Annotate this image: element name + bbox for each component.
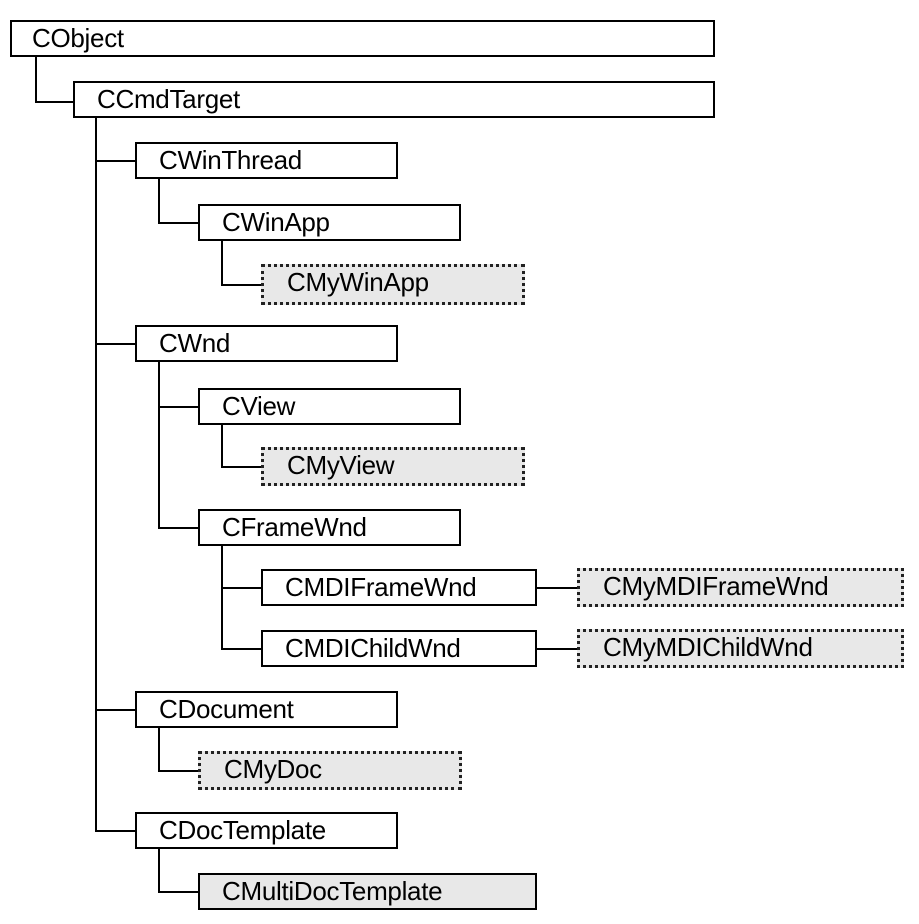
connector-line [221,648,261,650]
connector-line [158,361,160,529]
connector-line [158,891,198,893]
connector-line [95,830,135,832]
connector-line [158,222,198,224]
class-box-cwinthread: CWinThread [135,142,398,179]
class-box-cdocument: CDocument [135,691,398,728]
class-box-ccmdtarget: CCmdTarget [73,81,715,118]
connector-line [537,648,577,650]
connector-line [95,160,135,162]
class-box-cobject: CObject [10,20,715,57]
connector-line [221,424,223,468]
connector-line [221,240,223,286]
connector-line [158,178,160,224]
connector-line [158,527,198,529]
connector-line [221,587,261,589]
class-box-cview: CView [198,388,461,425]
class-box-cdoctemplate: CDocTemplate [135,812,398,849]
connector-line [158,406,198,408]
connector-line [221,284,261,286]
class-box-cmdiframewnd: CMDIFrameWnd [261,569,537,606]
class-box-cmymdiframewnd: CMyMDIFrameWnd [577,568,904,607]
connector-line [35,57,37,103]
class-box-cmydoc: CMyDoc [198,751,462,790]
connector-line [221,466,261,468]
connector-line [158,727,160,772]
class-box-cmyview: CMyView [261,447,525,486]
connector-line [35,101,73,103]
connector-line [158,848,160,893]
class-box-cmdichildwnd: CMDIChildWnd [261,630,537,667]
connector-line [158,770,198,772]
class-box-cwnd: CWnd [135,325,398,362]
class-box-cwinapp: CWinApp [198,204,461,241]
connector-line [95,709,135,711]
connector-line [95,343,135,345]
connector-line [221,545,223,650]
class-box-cmymdichildwnd: CMyMDIChildWnd [577,629,904,668]
connector-line [537,587,577,589]
connector-line [95,118,97,830]
class-box-cmultidoctemplate: CMultiDocTemplate [198,873,537,910]
class-box-cmywinapp: CMyWinApp [261,264,525,305]
class-box-cframewnd: CFrameWnd [198,509,461,546]
